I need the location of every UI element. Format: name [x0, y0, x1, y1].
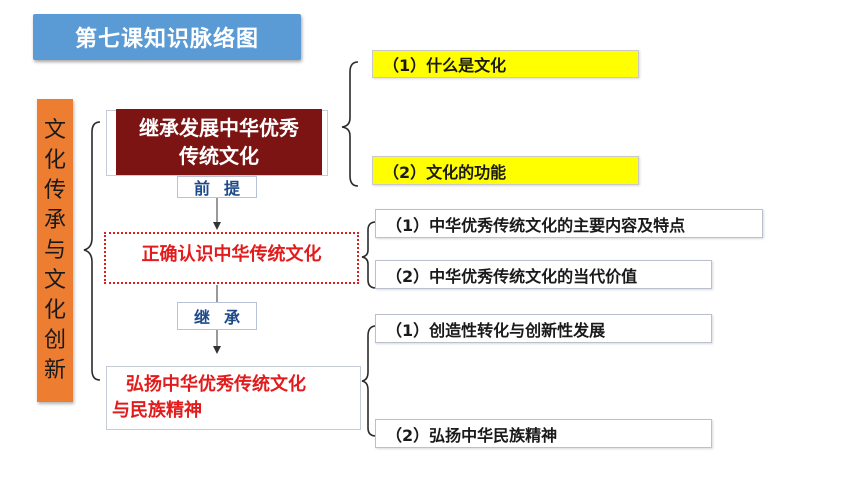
item-creative-transform: （1）创造性转化与创新性发展: [375, 314, 712, 343]
sidebar-char: 化: [43, 147, 66, 173]
node-inherit-line1: 继承发展中华优秀: [139, 116, 299, 140]
sidebar-char: 创: [43, 327, 66, 353]
node-promote-line2: 与民族精神: [112, 400, 202, 421]
node-inherit-label: 继承发展中华优秀 传统文化: [116, 109, 322, 175]
sidebar-char: 与: [43, 237, 66, 263]
arrow-2-head: [213, 346, 221, 354]
diagram-title: 第七课知识脉络图: [33, 14, 301, 60]
arrow-1-head: [213, 222, 221, 230]
node-promote-label: 弘扬中华优秀传统文化 与民族精神: [112, 372, 357, 424]
sidebar-char: 文: [43, 267, 66, 293]
item-what-is-culture: （1）什么是文化: [372, 50, 639, 78]
brace-1: [341, 61, 359, 187]
node-promote-line1: 弘扬中华优秀传统文化: [126, 374, 306, 395]
sidebar-char: 承: [43, 207, 66, 233]
brace-3: [361, 325, 377, 437]
sidebar-char: 文: [43, 117, 66, 143]
item-content-features: （1）中华优秀传统文化的主要内容及特点: [375, 209, 763, 238]
item-contemporary-value: （2）中华优秀传统文化的当代价值: [375, 260, 712, 289]
brace-2: [361, 221, 377, 289]
sidebar-char: 化: [43, 297, 66, 323]
link-premise: 前提: [177, 176, 257, 198]
node-correct-panel: [104, 232, 359, 284]
topic-sidebar: 文 化 传 承 与 文 化 创 新: [37, 99, 73, 402]
sidebar-char: 新: [43, 357, 66, 383]
item-national-spirit: （2）弘扬中华民族精神: [375, 419, 712, 448]
node-inherit-line2: 传统文化: [179, 144, 259, 168]
item-culture-function: （2）文化的功能: [372, 156, 639, 185]
node-correct-label: 正确认识中华传统文化: [141, 244, 322, 265]
sidebar-char: 传: [43, 177, 66, 203]
link-inheritance: 继承: [177, 302, 257, 330]
main-brace: [83, 121, 101, 381]
node-promote-panel: [106, 366, 361, 430]
